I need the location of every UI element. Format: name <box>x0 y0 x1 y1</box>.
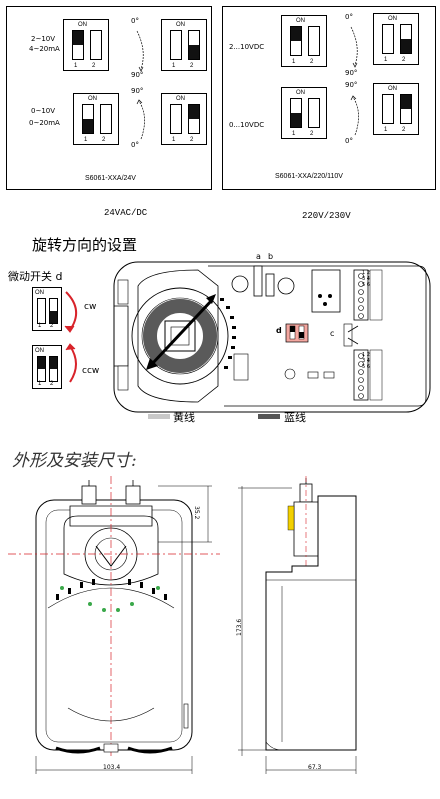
label-a: a <box>256 252 261 261</box>
terminal-numbers-top: 1 2 3 4 5 6 <box>362 270 370 288</box>
dip-switch-7: ON 1 2 <box>281 87 327 139</box>
range2-label-line2: 0~20mA <box>29 119 60 127</box>
angle-top: 0° <box>131 17 139 25</box>
legend-yellow: 黄线 <box>173 411 195 424</box>
actuator-board-drawing <box>113 261 431 413</box>
caption-220v: 220V/230V <box>302 211 351 221</box>
angle-mid2: 90° <box>131 87 144 95</box>
range2-label-line1: 0~10V <box>31 107 56 115</box>
range1-label: 2...10VDC <box>229 43 265 51</box>
ccw-label: ccw <box>82 366 100 376</box>
rotation-title: 旋转方向的设置 <box>32 236 138 254</box>
angle-bottom: 0° <box>131 141 139 149</box>
dip-panel-220v: 2...10VDC ON 1 2 0° 90° 90° 0° ON 1 2 0.… <box>222 6 436 190</box>
legend-blue-swatch <box>258 414 280 419</box>
micro-switch-label: 微动开关 d <box>8 270 63 283</box>
dip-switch-2: ON 1 2 <box>161 19 207 71</box>
mini-dip-ccw: ON 1 2 <box>32 345 62 389</box>
direction-arrows <box>64 291 77 383</box>
legend-blue: 蓝线 <box>284 411 306 424</box>
dip-switch-6: ON 1 2 <box>373 13 419 65</box>
dip-switch-5: ON 1 2 <box>281 15 327 67</box>
angle-bottom-r: 0° <box>345 137 353 145</box>
rotation-arrows <box>136 30 145 140</box>
side-view-drawing <box>238 476 357 774</box>
dim-depth-value: 67.3 <box>308 764 322 771</box>
dim-top-value: 35.2 <box>193 506 200 520</box>
terminal-numbers-bottom: 1 2 3 4 5 6 <box>362 352 370 370</box>
range2-label: 0...10VDC <box>229 121 265 129</box>
angle-mid2-r: 90° <box>345 81 358 89</box>
legend-yellow-swatch <box>148 414 170 419</box>
front-view-drawing <box>8 476 220 774</box>
dim-height-value: 173.6 <box>236 618 243 636</box>
model-220v: S6061-XXA/220/110V <box>275 173 343 180</box>
angle-mid-r: 90° <box>345 69 358 77</box>
label-b: b <box>268 252 274 261</box>
label-c: c <box>330 329 335 338</box>
caption-24v: 24VAC/DC <box>104 208 148 218</box>
dip-switch-3: ON 1 2 <box>73 93 119 145</box>
range1-label-line2: 4~20mA <box>29 45 60 53</box>
dim-width-value: 103.4 <box>103 764 121 771</box>
angle-top-r: 0° <box>345 13 353 21</box>
range1-label-line1: 2~10V <box>31 35 56 43</box>
dimensions-title: 外形及安装尺寸: <box>12 451 137 471</box>
mini-dip-cw: ON 1 2 <box>32 287 62 331</box>
dip-switch-4: ON 1 2 <box>161 93 207 145</box>
dip-switch-1: ON 1 2 <box>63 19 109 71</box>
label-d: d <box>276 326 282 335</box>
dip-panel-24v: 2~10V 4~20mA ON 1 2 0° 90° 90° 0° ON 1 2… <box>6 6 212 190</box>
angle-mid: 90° <box>131 71 144 79</box>
model-24v: S6061-XXA/24V <box>85 175 136 182</box>
cw-label: cw <box>84 302 97 312</box>
dip-switch-8: ON 1 2 <box>373 83 419 135</box>
rotation-arrows-r <box>350 26 359 136</box>
